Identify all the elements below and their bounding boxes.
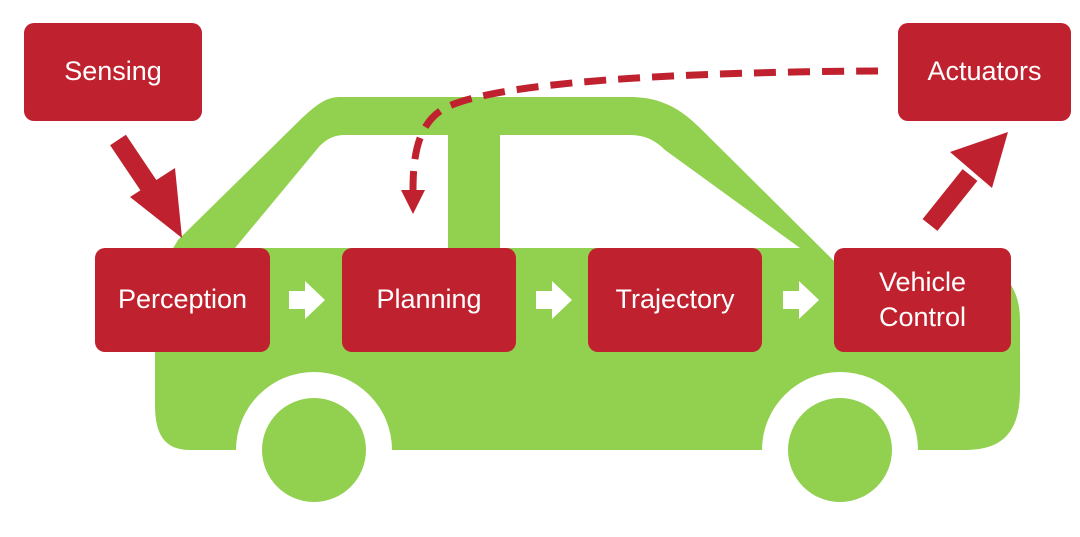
arrow-actuators-to-planning <box>401 67 879 214</box>
node-planning: Planning <box>342 248 516 352</box>
step-arrow-2 <box>536 281 572 319</box>
step-arrow-3 <box>783 281 819 319</box>
arrow-sensing-to-perception <box>110 134 182 238</box>
node-vehicle-control: Vehicle Control <box>834 248 1011 352</box>
node-sensing: Sensing <box>24 23 202 121</box>
node-trajectory: Trajectory <box>588 248 762 352</box>
node-actuators: Actuators <box>898 23 1071 121</box>
arrow-vehicle-control-to-actuators <box>922 132 1008 231</box>
rear-wheel <box>262 398 366 502</box>
car-illustration <box>155 97 1020 502</box>
car-body <box>155 97 1020 450</box>
front-wheel <box>788 398 892 502</box>
node-perception: Perception <box>95 248 270 352</box>
step-arrow-1 <box>289 281 325 319</box>
